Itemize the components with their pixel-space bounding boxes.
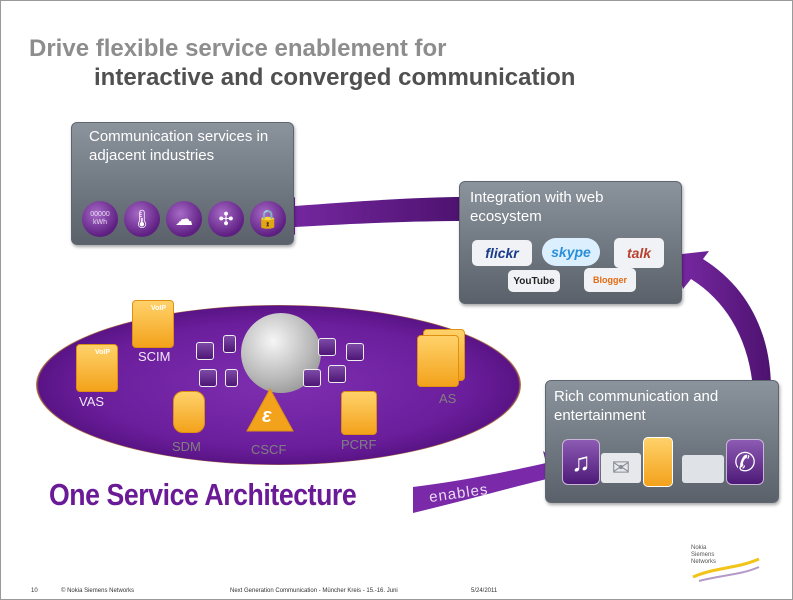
envelope-icon: ✉	[601, 453, 641, 483]
sdm-database-icon	[173, 391, 205, 433]
scim-server-icon: VoIP	[132, 300, 174, 348]
laptop-icon	[328, 365, 346, 383]
footer-copyright: © Nokia Siemens Networks	[61, 588, 135, 594]
voip-badge: VoIP	[151, 305, 167, 312]
node-label-vas: VAS	[79, 394, 105, 409]
as-server-stack-icon	[417, 335, 459, 387]
laptop-icon	[682, 455, 724, 483]
arrow-to-industries	[267, 197, 463, 235]
card-web-ecosystem: Integration with web ecosystem flickr sk…	[459, 181, 682, 304]
footer-date: 5/24/2011	[471, 588, 498, 594]
node-label-as: AS	[439, 391, 457, 406]
node-label-cscf: CSCF	[251, 442, 287, 457]
mobile-phone-icon	[223, 335, 236, 353]
cscf-triangle-icon	[246, 387, 294, 432]
camera-icon	[346, 343, 364, 361]
card-rich-communication: Rich communication and entertainment ♫ ✉…	[545, 380, 779, 503]
music-note-icon: ♫	[562, 439, 600, 485]
telephone-icon: ✆	[726, 439, 764, 485]
wind-turbine-icon: ✣	[208, 201, 244, 237]
card-title-rich-communication: Rich communication and entertainment	[554, 388, 719, 424]
voip-badge: VoIP	[95, 349, 111, 356]
youtube-logo: YouTube	[508, 270, 560, 292]
thermometer-icon: 🌡	[124, 201, 160, 237]
footer-event: Next Generation Communication - Müncher …	[230, 588, 398, 594]
company-logo: Nokia Siemens Networks	[691, 545, 761, 583]
vas-server-icon: VoIP	[76, 344, 118, 392]
mobile-phone-icon	[643, 437, 673, 487]
slide-title-line1: Drive flexible service enablement for	[29, 35, 447, 62]
company-logo-text: Nokia Siemens Networks	[691, 545, 717, 565]
tablet-icon	[196, 342, 214, 360]
slide-title-line2: interactive and converged communication	[94, 64, 576, 91]
skype-logo: skype	[542, 238, 600, 266]
card-title-adjacent-industries: Communication services in adjacent indus…	[89, 128, 269, 164]
node-label-scim: SCIM	[138, 349, 171, 364]
architecture-heading: One Service Architecture	[49, 477, 357, 512]
padlock-icon: 🔒	[250, 201, 286, 237]
monitor-icon	[318, 338, 336, 356]
talk-logo: talk	[614, 238, 664, 268]
node-label-pcrf: PCRF	[341, 437, 377, 452]
logo-swoosh	[692, 557, 760, 582]
cscf-symbol: ε	[262, 405, 272, 427]
pcrf-server-icon	[341, 391, 377, 435]
media-player-icon	[303, 369, 321, 387]
flickr-logo: flickr	[472, 240, 532, 266]
blogger-logo: Blogger	[584, 268, 636, 292]
footer-page-number: 10	[31, 588, 38, 594]
node-label-sdm: SDM	[172, 439, 201, 454]
card-adjacent-industries: Communication services in adjacent indus…	[71, 122, 294, 245]
arrow-enables	[413, 451, 566, 513]
arrow-to-web	[673, 251, 771, 389]
card-title-web-ecosystem: Integration with web ecosystem	[470, 189, 604, 225]
weather-icon: ☁	[166, 201, 202, 237]
gamepad-icon	[199, 369, 217, 387]
handset-icon	[225, 369, 238, 387]
